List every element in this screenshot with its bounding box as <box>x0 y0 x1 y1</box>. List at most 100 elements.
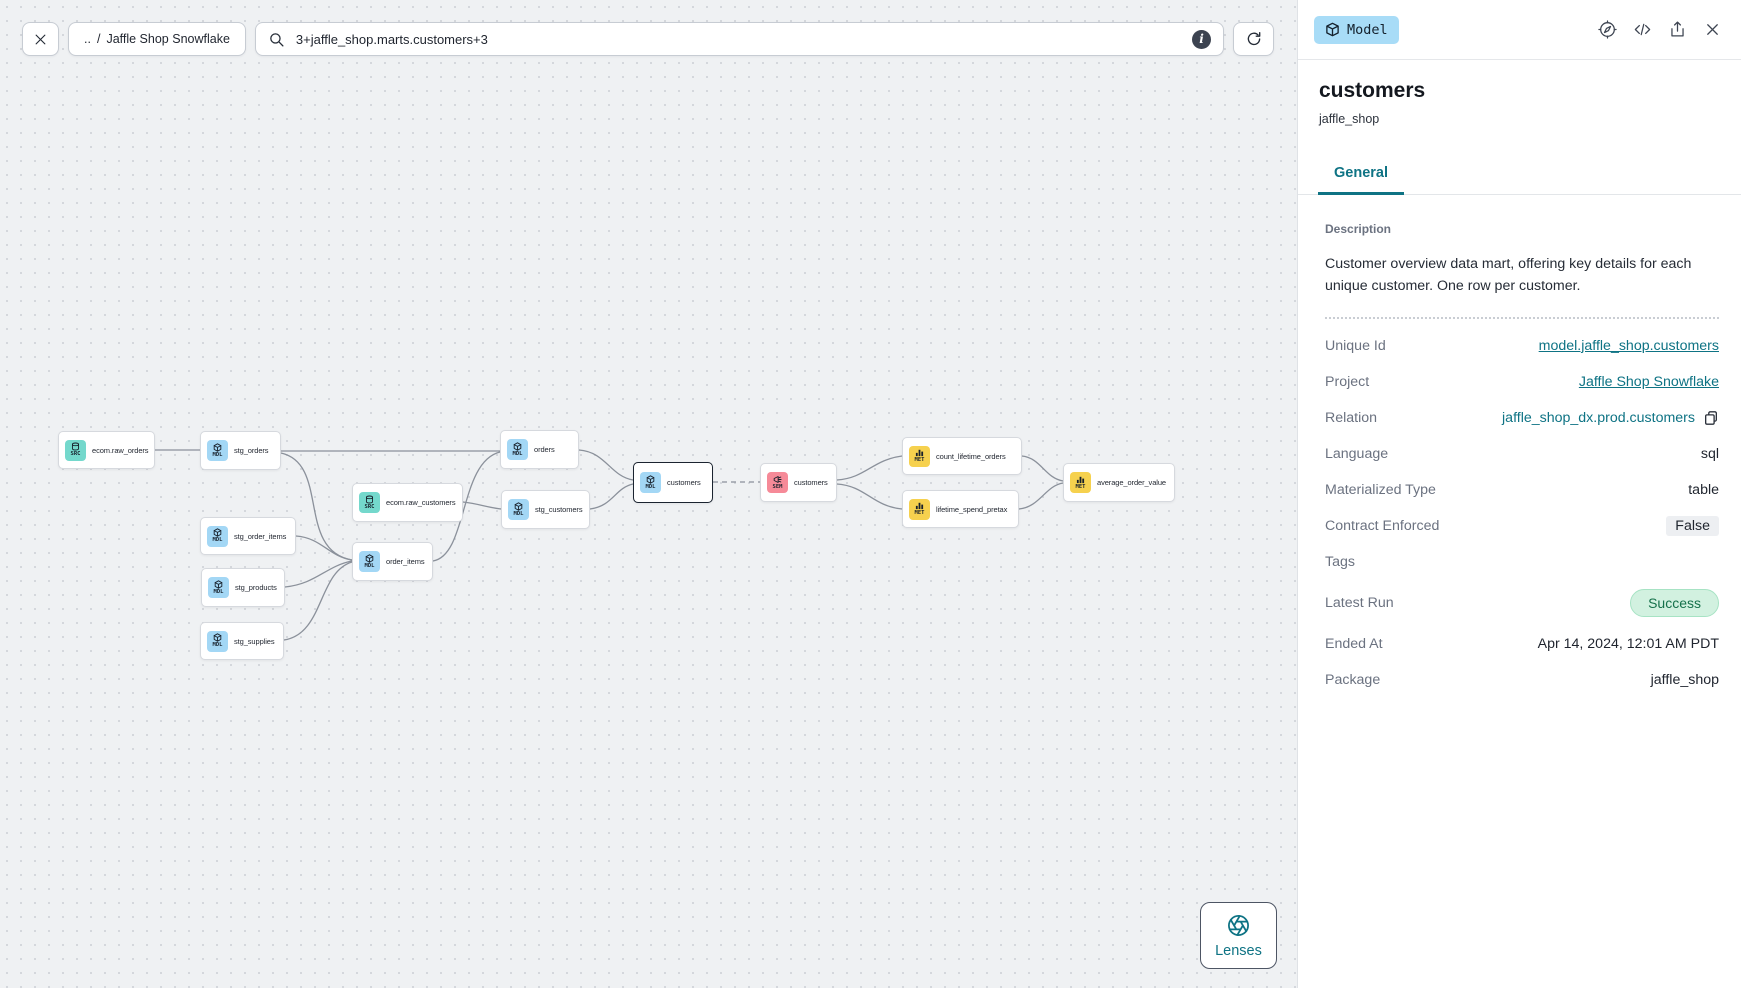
explore-compass-icon[interactable] <box>1598 20 1617 39</box>
dag-node-count_lifetime_orders[interactable]: MET count_lifetime_orders <box>902 437 1022 475</box>
close-panel-icon[interactable] <box>1703 20 1722 39</box>
model-node-icon: MDL <box>640 472 661 493</box>
dotted-divider <box>1325 316 1719 319</box>
project-label: Project <box>1325 373 1370 390</box>
metric-node-icon: MET <box>909 498 930 520</box>
metric-node-icon: MET <box>909 445 930 467</box>
detail-row-latest-run: Latest Run Success <box>1325 580 1719 626</box>
dag-node-orders[interactable]: MDL orders <box>500 430 579 469</box>
detail-row-ended-at: Ended At Apr 14, 2024, 12:01 AM PDT <box>1325 626 1719 662</box>
node-label: stg_customers <box>535 505 583 514</box>
detail-row-project: Project Jaffle Shop Snowflake <box>1325 364 1719 400</box>
tabs: General <box>1298 155 1741 195</box>
detail-row-package: Package jaffle_shop <box>1325 662 1719 698</box>
edge-stg_customers-to-customers <box>589 483 634 510</box>
materialized-type-label: Materialized Type <box>1325 481 1436 498</box>
dag-node-stg_orders[interactable]: MDL stg_orders <box>200 431 281 470</box>
panel-body: Description Customer overview data mart,… <box>1298 195 1741 718</box>
close-lineage-button[interactable] <box>22 22 59 56</box>
language-value: sql <box>1700 445 1719 462</box>
model-node-icon: MDL <box>207 525 228 547</box>
breadcrumb[interactable]: .. / Jaffle Shop Snowflake <box>68 22 246 56</box>
edge-stg_supplies-to-order_items <box>283 561 353 641</box>
unique-id-link[interactable]: model.jaffle_shop.customers <box>1538 337 1719 354</box>
breadcrumb-up: .. <box>84 32 91 46</box>
lenses-aperture-icon <box>1228 914 1249 936</box>
node-label: stg_products <box>235 583 277 592</box>
node-label: ecom.raw_customers <box>386 498 456 507</box>
edge-ecom.raw_customers-to-stg_customers <box>462 501 502 510</box>
metric-node-icon: MET <box>1070 472 1091 493</box>
node-label: count_lifetime_orders <box>936 451 1006 461</box>
refresh-button[interactable] <box>1233 22 1274 56</box>
semantic-node-icon: SEM <box>767 472 788 493</box>
source-node-icon: SRC <box>65 439 86 461</box>
package-subtitle: jaffle_shop <box>1319 112 1380 126</box>
dag-node-stg_order_items[interactable]: MDL stg_order_items <box>200 517 296 555</box>
relation-link[interactable]: jaffle_shop_dx.prod.customers <box>1502 409 1695 426</box>
resource-type-badge: Model <box>1314 15 1399 44</box>
dag-node-average_order_value[interactable]: MET average_order_value <box>1063 463 1175 502</box>
latest-run-label: Latest Run <box>1325 594 1394 611</box>
ended-at-label: Ended At <box>1325 635 1383 652</box>
share-icon[interactable] <box>1668 20 1687 39</box>
ended-at-value: Apr 14, 2024, 12:01 AM PDT <box>1537 635 1719 652</box>
edge-count_lifetime_orders-to-average_order_value <box>1021 455 1064 482</box>
node-label: customers <box>667 478 701 487</box>
info-icon[interactable]: i <box>1192 29 1211 49</box>
node-label: orders <box>534 445 555 454</box>
model-node-icon: MDL <box>507 439 528 460</box>
lineage-search: i <box>254 22 1224 56</box>
package-value: jaffle_shop <box>1650 671 1719 688</box>
contract-enforced-chip: False <box>1666 515 1719 536</box>
node-label: stg_order_items <box>234 531 287 541</box>
code-icon[interactable] <box>1633 20 1652 39</box>
node-label: stg_orders <box>234 446 269 455</box>
detail-row-language: Language sql <box>1325 436 1719 472</box>
lineage-toolbar: .. / Jaffle Shop Snowflake i <box>22 22 1274 56</box>
dag-node-stg_products[interactable]: MDL stg_products <box>201 568 285 607</box>
copy-icon[interactable] <box>1703 410 1719 426</box>
dag-node-customers_semantic[interactable]: SEM customers <box>760 463 837 502</box>
language-label: Language <box>1325 445 1389 462</box>
model-node-icon: MDL <box>207 440 228 461</box>
details-panel: Model customers jaffle_shop General Desc… <box>1297 0 1741 988</box>
edge-customers_semantic-to-lifetime_spend_pretax <box>836 483 903 510</box>
detail-row-contract-enforced: Contract Enforced False <box>1325 508 1719 544</box>
node-label: order_items <box>386 557 425 566</box>
detail-row-relation: Relation jaffle_shop_dx.prod.customers <box>1325 400 1719 436</box>
page-title: customers <box>1319 79 1426 102</box>
model-node-icon: MDL <box>359 551 380 572</box>
model-node-icon: MDL <box>208 577 229 598</box>
breadcrumb-separator: / <box>96 32 101 46</box>
lenses-button[interactable]: Lenses <box>1200 902 1277 969</box>
project-link[interactable]: Jaffle Shop Snowflake <box>1578 373 1719 390</box>
relation-label: Relation <box>1325 409 1378 426</box>
latest-run-status-badge: Success <box>1630 588 1719 617</box>
detail-row-tags: Tags <box>1325 544 1719 580</box>
tab-general[interactable]: General <box>1318 155 1404 195</box>
node-label: customers <box>794 478 828 487</box>
dag-node-order_items[interactable]: MDL order_items <box>352 542 433 581</box>
breadcrumb-project: Jaffle Shop Snowflake <box>106 32 230 46</box>
package-label: Package <box>1325 671 1381 688</box>
contract-enforced-label: Contract Enforced <box>1325 517 1440 534</box>
detail-row-unique-id: Unique Id model.jaffle_shop.customers <box>1325 328 1719 364</box>
panel-header-actions <box>1598 20 1722 39</box>
dag-node-customers[interactable]: MDL customers <box>633 462 713 503</box>
search-input[interactable] <box>293 30 1183 48</box>
edge-stg_products-to-order_items <box>284 560 353 588</box>
unique-id-label: Unique Id <box>1325 337 1386 354</box>
lenses-label: Lenses <box>1215 942 1262 959</box>
description-text: Customer overview data mart, offering ke… <box>1325 256 1692 295</box>
refresh-icon <box>1247 32 1260 46</box>
node-label: average_order_value <box>1097 478 1166 487</box>
close-icon <box>35 34 46 44</box>
